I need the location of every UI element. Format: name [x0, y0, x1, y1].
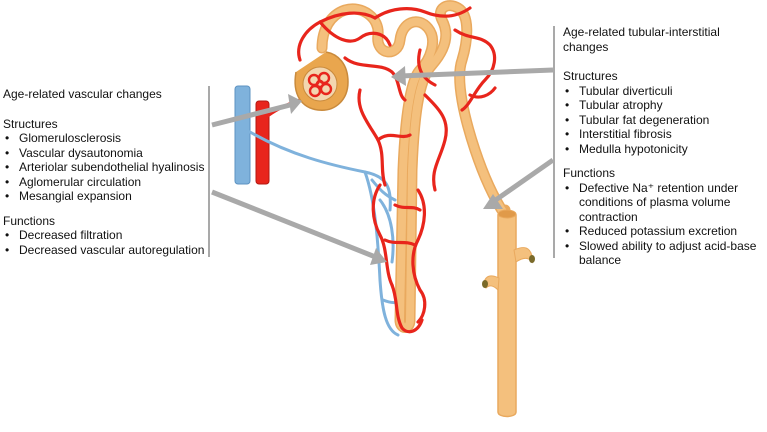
vascular-changes-panel: Age-related vascular changes Structures …	[3, 87, 208, 267]
list-item: Aglomerular circulation	[3, 175, 208, 190]
list-item: Medulla hypotonicity	[563, 142, 767, 157]
renal-tubule	[316, 0, 511, 406]
peritubular-capillaries	[260, 6, 497, 334]
list-item: Tubular fat degeneration	[563, 113, 767, 128]
glomerulus	[294, 51, 349, 111]
left-divider	[208, 86, 210, 257]
vascular-structures-list: Glomerulosclerosis Vascular dysautonomia…	[3, 131, 208, 204]
tubular-functions-title: Functions	[563, 166, 616, 180]
vascular-heading: Age-related vascular changes	[3, 87, 162, 101]
list-item: Defective Na⁺ retention under conditions…	[563, 181, 767, 225]
list-item: Slowed ability to adjust acid-base balan…	[563, 239, 767, 268]
list-item: Mesangial expansion	[3, 189, 208, 204]
tubular-structures-title: Structures	[563, 69, 618, 83]
list-item: Vascular dysautonomia	[3, 146, 208, 161]
list-item: Interstitial fibrosis	[563, 127, 767, 142]
list-item: Tubular atrophy	[563, 98, 767, 113]
vascular-structures-title: Structures	[3, 116, 58, 131]
arrow-to-glomerulus	[211, 101, 295, 128]
vascular-functions-title: Functions	[3, 213, 56, 228]
vascular-functions-list: Decreased filtration Decreased vascular …	[3, 228, 208, 257]
vein-segment	[234, 85, 251, 185]
venous-network	[248, 130, 412, 337]
list-item: Glomerulosclerosis	[3, 131, 208, 146]
list-item: Reduced potassium excretion	[563, 224, 767, 239]
tubular-heading: Age-related tubular-interstitial changes	[563, 25, 720, 54]
list-item: Decreased vascular autoregulation	[3, 243, 208, 258]
arrow-to-tubule	[399, 67, 554, 79]
tubular-changes-panel: Age-related tubular-interstitial changes…	[563, 25, 767, 278]
list-item: Tubular diverticuli	[563, 84, 767, 99]
list-item: Arteriolar subendothelial hyalinosis	[3, 160, 208, 175]
right-divider	[553, 26, 555, 258]
tubular-structures-list: Tubular diverticuli Tubular atrophy Tubu…	[563, 84, 767, 157]
collecting-duct	[482, 209, 535, 418]
list-item: Decreased filtration	[3, 228, 208, 243]
tubular-functions-list: Defective Na⁺ retention under conditions…	[563, 181, 767, 268]
arrow-to-collecting-duct	[488, 157, 555, 207]
callout-arrows	[211, 66, 555, 265]
arrow-to-vasculature	[211, 189, 379, 261]
